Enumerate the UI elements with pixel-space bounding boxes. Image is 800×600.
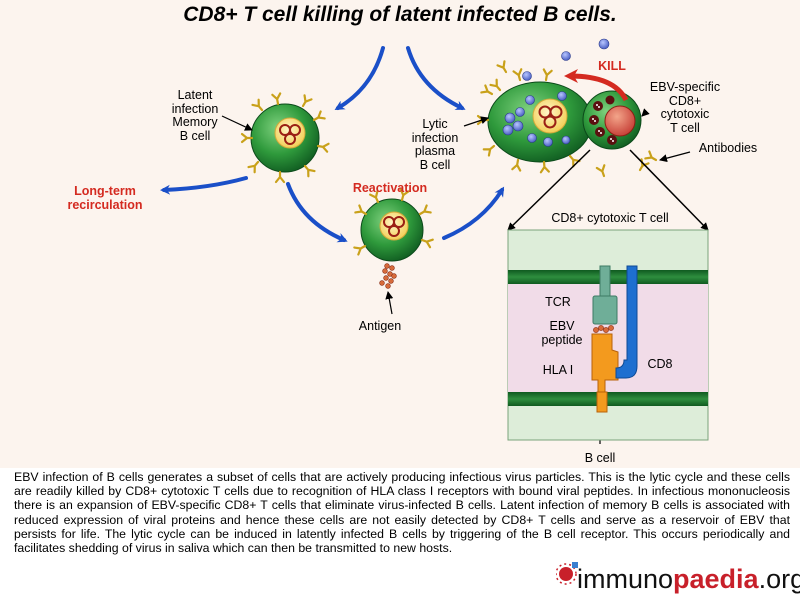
b-cell-membrane <box>508 392 708 406</box>
label-antibodies: Antibodies <box>698 141 758 155</box>
label-reactivation: Reactivation <box>352 181 428 195</box>
logo-text: immunopaedia.org <box>577 564 800 595</box>
cytotoxic-t-cell <box>582 90 642 150</box>
antigen-cluster <box>379 263 397 289</box>
label-tcr: TCR <box>545 295 571 309</box>
cytotoxic-granules <box>589 95 617 145</box>
description-text: EBV infection of B cells generates a sub… <box>14 470 790 556</box>
kill-arrow <box>564 69 629 102</box>
ebv-peptide <box>593 325 614 333</box>
logo-highlight: paedia <box>673 564 759 594</box>
synapse-inset <box>507 229 709 441</box>
zoom-lines <box>507 149 709 231</box>
reactivating-b-cell <box>353 188 434 262</box>
arrow-to-lytic <box>406 46 466 110</box>
latent-memory-b-cell <box>240 92 330 184</box>
logo-virus-icon <box>556 562 578 585</box>
tcr-receptor <box>592 265 618 325</box>
label-kill: KILL <box>598 59 626 73</box>
cycle-arrows <box>160 46 505 243</box>
page-title: CD8+ T cell killing of latent infected B… <box>183 3 617 26</box>
arrow-reactivation-to-lytic <box>442 186 505 240</box>
label-cd8: CD8 <box>647 357 673 371</box>
hla-class-i <box>591 333 619 413</box>
immunopaedia-logo: immunopaedia.org <box>556 562 800 598</box>
virus-particles <box>502 38 610 147</box>
free-antibodies <box>595 150 660 179</box>
cd8-coreceptor <box>615 265 638 379</box>
label-cd8-cytotoxic-t-cell: CD8+ cytotoxic T cell <box>551 211 669 225</box>
logo-suffix: .org <box>758 564 800 594</box>
arrow-to-reactivation <box>286 182 348 243</box>
logo-prefix: immuno <box>577 564 674 594</box>
arrow-to-latent <box>334 46 385 111</box>
label-hla-i: HLA I <box>542 363 574 377</box>
label-b-cell: B cell <box>584 451 616 465</box>
label-antigen: Antigen <box>358 319 402 333</box>
diagram-canvas <box>160 38 709 444</box>
lytic-plasma-b-cell <box>476 38 610 174</box>
arrow-to-recirculation <box>160 176 248 195</box>
